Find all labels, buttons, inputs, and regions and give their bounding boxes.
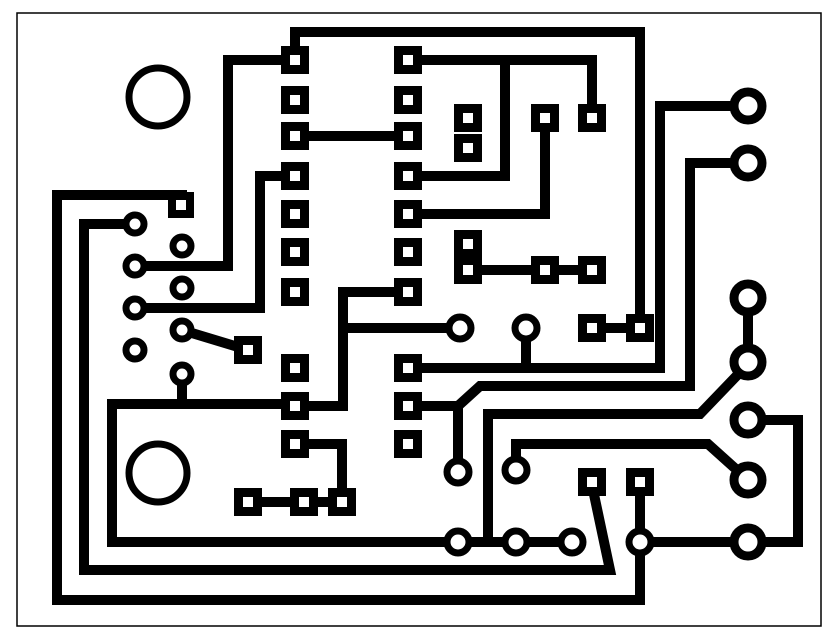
connector-pin bbox=[122, 337, 148, 363]
terminal-pad bbox=[729, 279, 767, 317]
trace bbox=[483, 356, 756, 547]
terminal-pad bbox=[729, 523, 767, 561]
connector-pin bbox=[169, 361, 195, 387]
pad bbox=[443, 527, 473, 557]
pad bbox=[445, 313, 475, 343]
mounting-holes bbox=[125, 64, 191, 506]
connector-pin bbox=[122, 295, 148, 321]
terminal-pad bbox=[729, 461, 767, 499]
square-pads bbox=[168, 46, 654, 516]
pad bbox=[625, 527, 655, 557]
misc-pads bbox=[168, 192, 356, 516]
trace bbox=[403, 101, 753, 373]
connector-pin bbox=[169, 317, 195, 343]
transistor-pads bbox=[454, 104, 654, 496]
connector-pin bbox=[122, 211, 148, 237]
pad bbox=[443, 457, 473, 487]
lower-right-pins bbox=[394, 354, 422, 458]
terminal-pad bbox=[729, 87, 767, 125]
connector-pin bbox=[122, 253, 148, 279]
terminal-pad bbox=[729, 401, 767, 439]
pad bbox=[511, 313, 541, 343]
mounting-hole-bottom bbox=[125, 440, 191, 506]
terminal-pad bbox=[729, 343, 767, 381]
mounting-hole-top bbox=[125, 64, 191, 130]
pad bbox=[501, 455, 531, 485]
connector-pin bbox=[169, 275, 195, 301]
output-terminals bbox=[729, 87, 767, 561]
ic-right-pins bbox=[394, 46, 422, 306]
connector-pin bbox=[169, 233, 195, 259]
trace bbox=[290, 287, 413, 411]
trace bbox=[290, 439, 347, 507]
pad bbox=[557, 527, 587, 557]
trace bbox=[403, 55, 510, 181]
round-pads bbox=[122, 211, 655, 557]
trace bbox=[130, 171, 300, 313]
trace bbox=[79, 219, 617, 575]
lower-left-pins bbox=[281, 354, 309, 458]
trace bbox=[403, 113, 550, 219]
trace bbox=[743, 415, 803, 547]
ic-left-pins bbox=[281, 46, 309, 306]
trace bbox=[450, 158, 753, 414]
terminal-pad bbox=[729, 144, 767, 182]
trace bbox=[130, 55, 300, 271]
trace bbox=[403, 55, 597, 123]
pad bbox=[501, 527, 531, 557]
